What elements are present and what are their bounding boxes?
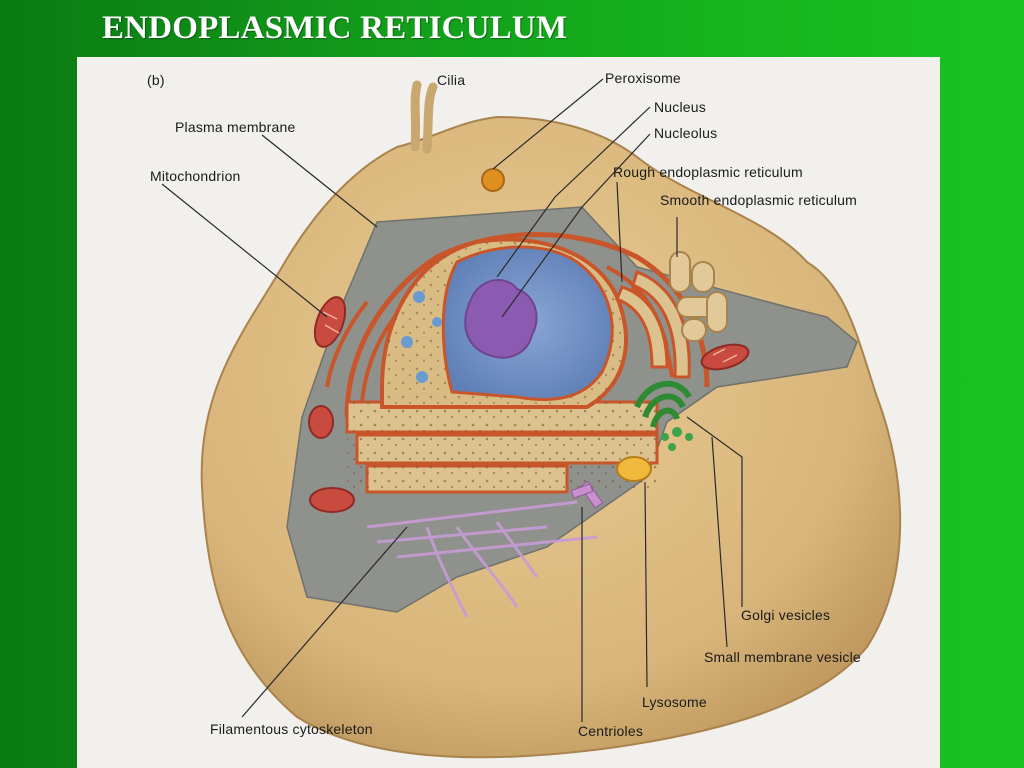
golgi-vesicle-dots [661, 427, 693, 451]
label-nucleolus: Nucleolus [654, 125, 718, 141]
label-nucleus: Nucleus [654, 99, 706, 115]
lysosome-shape [616, 456, 652, 482]
label-cilia: Cilia [437, 72, 466, 88]
label-lysosome: Lysosome [642, 694, 707, 710]
golgi-apparatus [634, 380, 692, 428]
panel-label: (b) [147, 72, 165, 88]
label-golgi-vesicles: Golgi vesicles [741, 607, 831, 623]
label-small-membrane-vesicle: Small membrane vesicle [704, 649, 861, 665]
smooth-er-tubules [669, 251, 728, 342]
nucleolus-shape [464, 278, 538, 359]
cilia-shape [410, 80, 438, 154]
mitochondria [308, 296, 750, 513]
centrioles-shape [570, 480, 604, 509]
label-mitochondrion: Mitochondrion [150, 168, 241, 184]
leader-lines [161, 78, 743, 722]
label-peroxisome: Peroxisome [605, 70, 681, 86]
peroxisome-shape [481, 168, 505, 192]
cell-diagram-figure: (b) Cilia Peroxisome Nucleus Nucleolus P… [77, 57, 940, 768]
cell-illustration [161, 78, 902, 759]
rough-er-right [615, 270, 691, 379]
slide-title: ENDOPLASMIC RETICULUM [102, 10, 568, 46]
label-filamentous-cytoskeleton: Filamentous cytoskeleton [210, 721, 373, 737]
label-rough-er: Rough endoplasmic reticulum [613, 164, 803, 180]
label-smooth-er: Smooth endoplasmic reticulum [660, 192, 858, 208]
label-plasma-membrane: Plasma membrane [175, 119, 296, 135]
cytoskeleton-filaments [366, 500, 598, 618]
label-centrioles: Centrioles [578, 723, 644, 739]
